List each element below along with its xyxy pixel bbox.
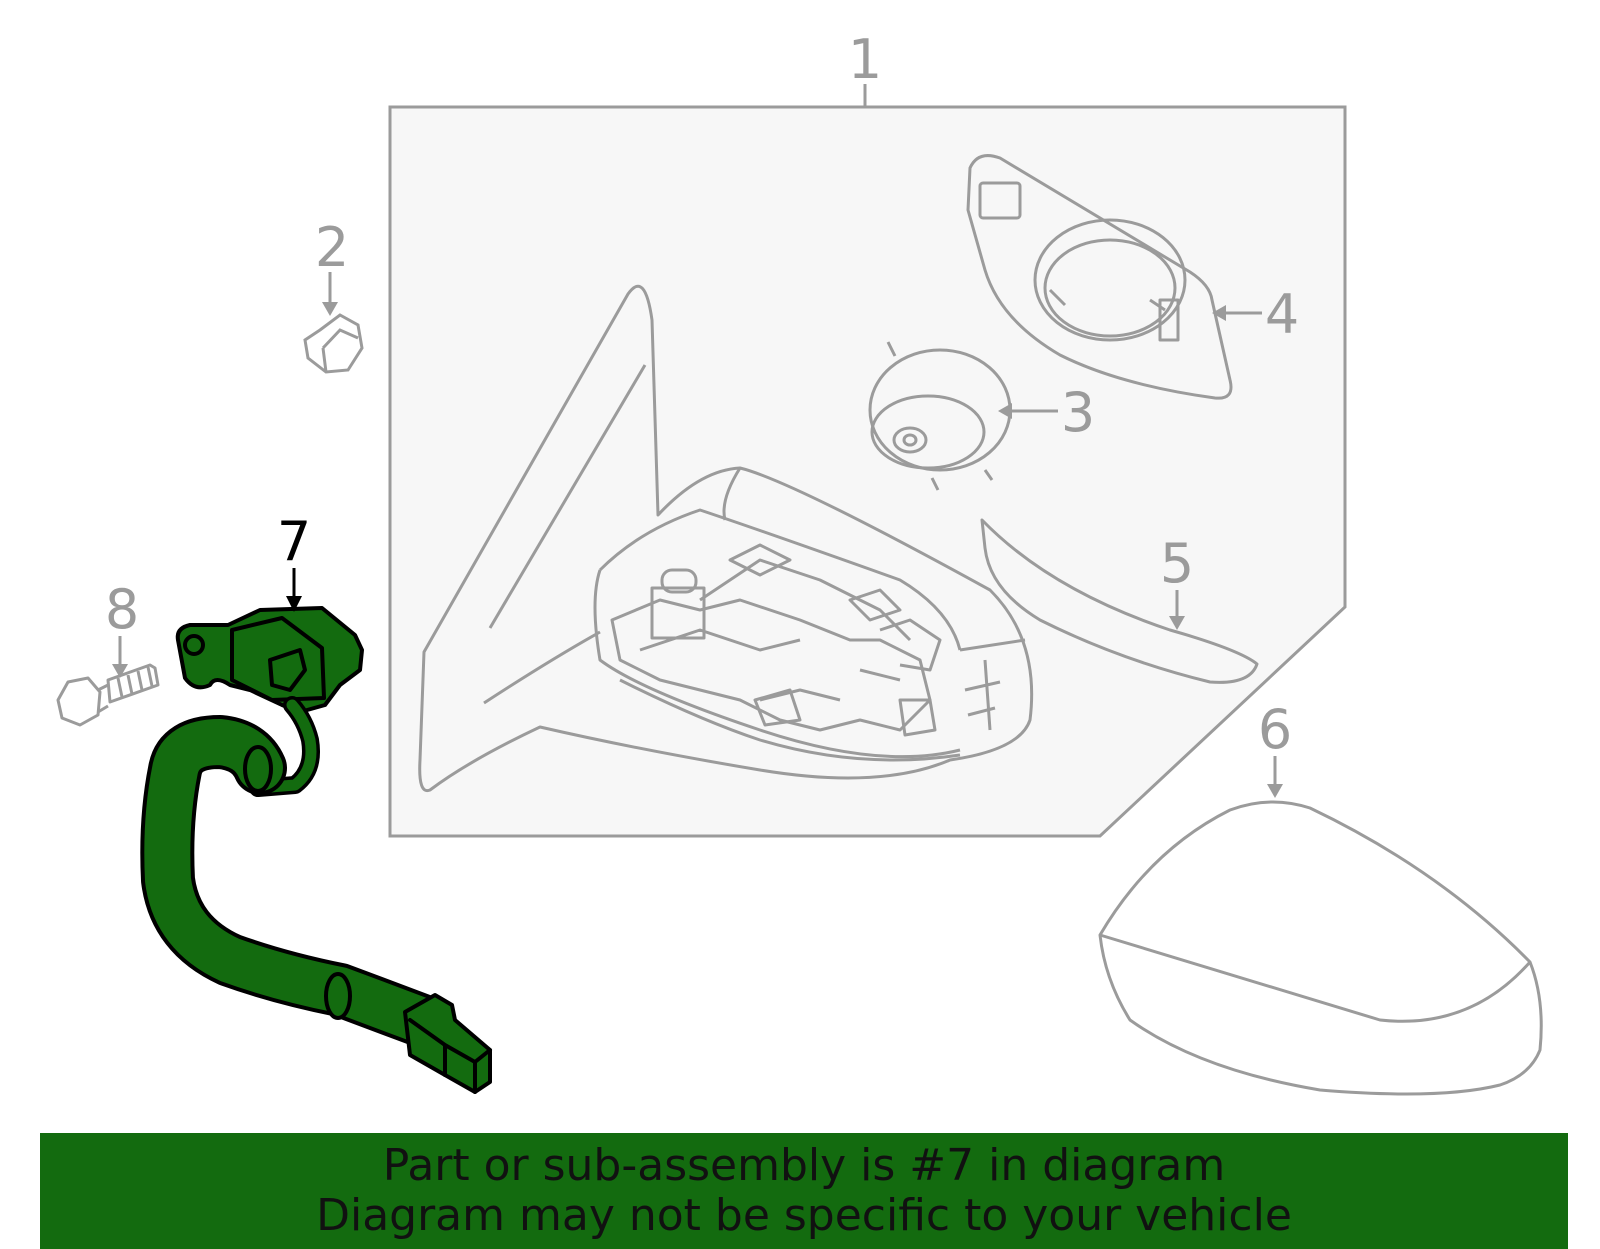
- mirror-actuator: [868, 341, 1012, 491]
- trim-strip: [980, 518, 1259, 684]
- callout-8: 8: [105, 578, 139, 641]
- banner-line-2: Diagram may not be specific to your vehi…: [316, 1190, 1292, 1241]
- mirror-cover: [1098, 800, 1543, 1096]
- wire-harness-part-7: [140, 606, 492, 1094]
- mirror-housing: [418, 284, 1034, 793]
- callout-7: 7: [277, 510, 311, 573]
- callout-2: 2: [315, 216, 349, 279]
- bolt: [56, 663, 160, 727]
- callout-6: 6: [1258, 698, 1292, 761]
- info-banner: Part or sub-assembly is #7 in diagram Di…: [40, 1133, 1568, 1249]
- callout-1: 1: [848, 28, 882, 91]
- callout-3: 3: [1061, 381, 1095, 444]
- callout-4: 4: [1265, 283, 1299, 346]
- leader-arrow-7: [286, 568, 302, 612]
- assembly-box: [388, 84, 1347, 838]
- callout-5: 5: [1160, 532, 1194, 595]
- leader-arrows: [112, 272, 1283, 798]
- mirror-glass-holder: [966, 154, 1233, 400]
- hex-nut: [303, 313, 364, 374]
- banner-line-1: Part or sub-assembly is #7 in diagram: [382, 1140, 1226, 1191]
